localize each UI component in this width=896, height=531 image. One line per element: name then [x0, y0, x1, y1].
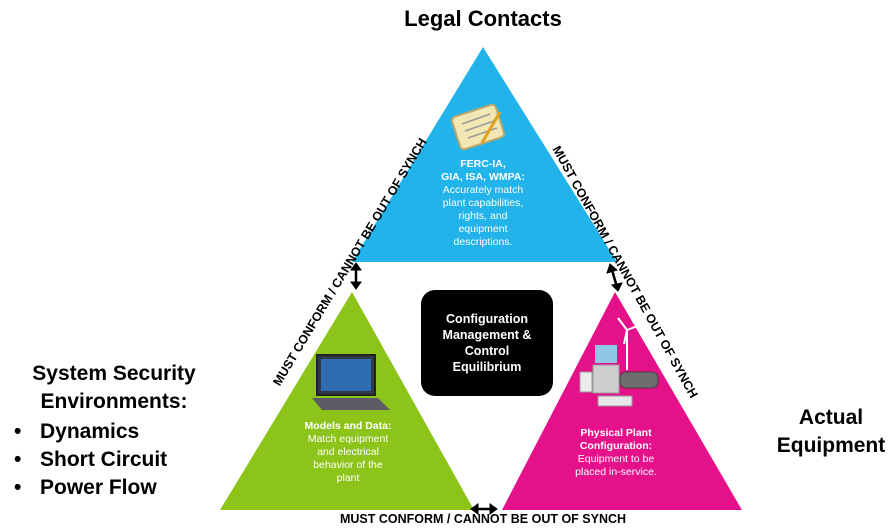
right-triangle-heading-1: Physical Plant	[580, 427, 652, 439]
center-line-2: Management &	[442, 328, 532, 342]
actual-equipment-line-1: Actual	[798, 406, 864, 429]
laptop-icon	[312, 354, 390, 410]
system-security-block: System Security Environments: Dynamics S…	[14, 360, 214, 502]
top-triangle	[352, 47, 617, 262]
notepad-icon	[450, 103, 506, 151]
left-triangle-body-2: and electrical	[317, 446, 379, 458]
actual-equipment-title: Actual Equipment	[770, 404, 892, 460]
left-triangle-body-3: behavior of the	[313, 459, 383, 471]
top-triangle-heading-2: GIA, ISA, WMPA:	[441, 171, 525, 183]
left-triangle-heading: Models and Data:	[304, 420, 392, 432]
power-plant-icon	[579, 317, 659, 407]
configuration-management-box: Configuration Management & Control Equil…	[421, 290, 553, 396]
top-triangle-body-5: descriptions.	[453, 236, 513, 248]
system-security-heading-2: Environments:	[40, 390, 188, 413]
left-triangle-body-4: plant	[336, 472, 360, 484]
environment-list: Dynamics Short Circuit Power Flow	[14, 418, 214, 502]
center-line-1: Configuration	[446, 312, 528, 326]
left-triangle-text: Models and Data: Match equipment and ele…	[290, 420, 406, 485]
center-line-4: Equilibrium	[452, 360, 522, 374]
top-triangle-text: FERC-IA, GIA, ISA, WMPA: Accurately matc…	[420, 158, 546, 249]
left-triangle-body-1: Match equipment	[307, 433, 389, 445]
top-triangle-body-4: equipment	[458, 223, 508, 235]
top-triangle-body-1: Accurately match	[442, 184, 524, 196]
list-item-short-circuit: Short Circuit	[14, 446, 214, 474]
center-line-3: Control	[464, 344, 510, 358]
left-sync-arrow	[350, 262, 362, 290]
right-sync-arrow	[606, 263, 623, 292]
top-triangle-heading-1: FERC-IA,	[460, 158, 506, 170]
legal-contacts-title: Legal Contacts	[404, 6, 562, 31]
list-item-power-flow: Power Flow	[14, 474, 214, 502]
bottom-edge-label: MUST CONFORM / CANNOT BE OUT OF SYNCH	[339, 512, 627, 526]
right-triangle-body-1: Equipment to be	[577, 453, 655, 465]
list-item-dynamics: Dynamics	[14, 418, 214, 446]
top-triangle-body-2: plant capabilities,	[442, 197, 524, 209]
right-triangle-text: Physical Plant Configuration: Equipment …	[560, 427, 672, 479]
bottom-sync-arrow	[470, 503, 498, 515]
right-triangle-body-2: placed in-service.	[575, 466, 657, 478]
right-triangle-heading-2: Configuration:	[579, 440, 653, 452]
actual-equipment-line-2: Equipment	[776, 434, 886, 457]
system-security-heading-1: System Security	[32, 362, 196, 385]
top-triangle-body-3: rights, and	[458, 210, 508, 222]
